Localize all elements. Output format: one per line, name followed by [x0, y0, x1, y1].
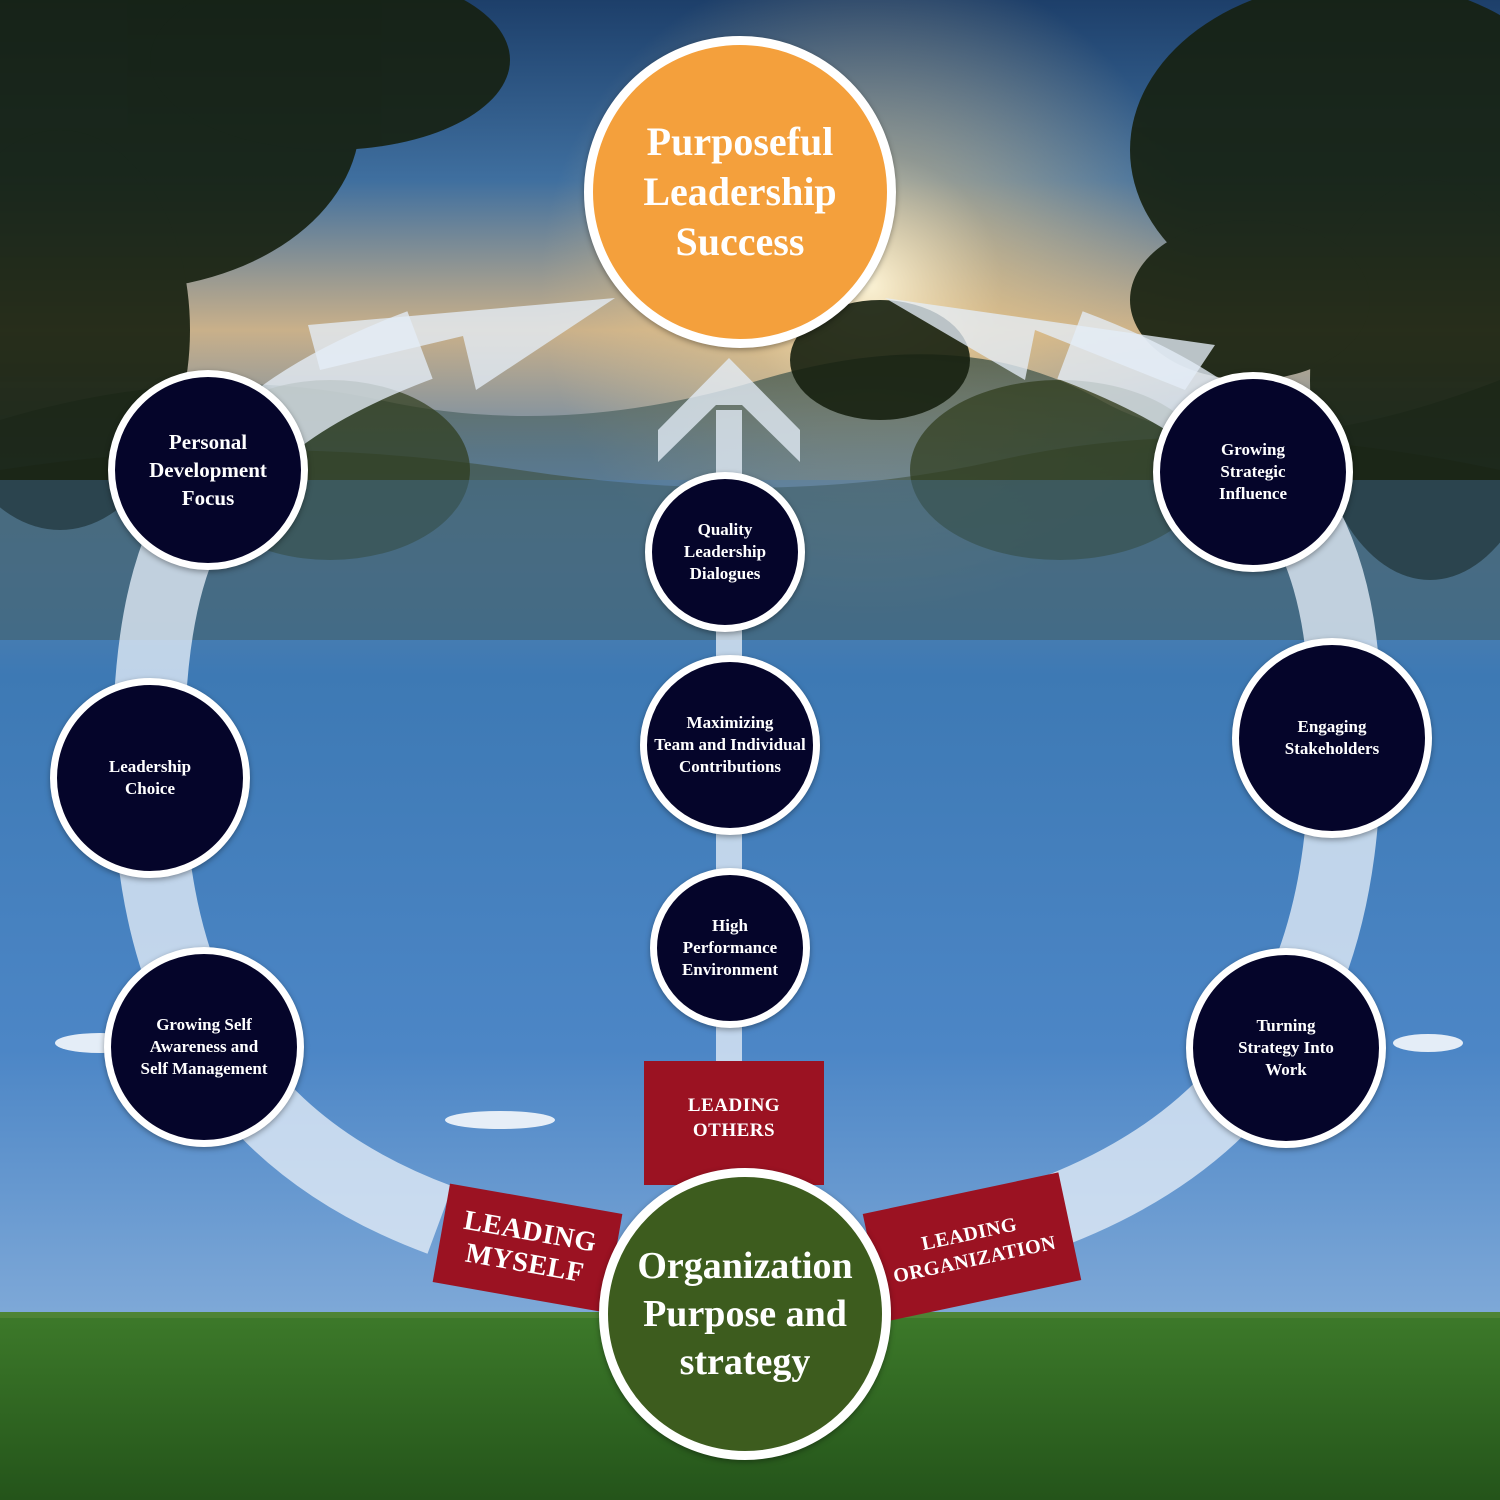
high-performance-label: High Performance Environment	[681, 916, 779, 979]
self-awareness-node: Growing Self Awareness and Self Manageme…	[104, 947, 304, 1147]
self-awareness-label: Growing Self Awareness and Self Manageme…	[140, 1015, 268, 1078]
strategic-influence-label: Growing Strategic Influence	[1219, 440, 1287, 503]
strategy-into-work-label: Turning Strategy Into Work	[1238, 1016, 1334, 1079]
engaging-stakeholders-node: Engaging Stakeholders	[1232, 638, 1432, 838]
strategy-into-work-node: Turning Strategy Into Work	[1186, 948, 1386, 1148]
maximizing-contributions-label: Maximizing Team and Individual Contribut…	[654, 713, 806, 776]
personal-development-label: Personal Development Focus	[149, 430, 267, 510]
high-performance-node: High Performance Environment	[650, 868, 810, 1028]
engaging-stakeholders-label: Engaging Stakeholders	[1284, 717, 1380, 758]
leadership-choice-node: Leadership Choice	[50, 678, 250, 878]
leading-myself-label: LEADING MYSELF	[461, 1204, 600, 1289]
goal-label: Purposeful Leadership Success	[643, 119, 837, 264]
leadership-choice-label: Leadership Choice	[108, 757, 192, 798]
maximizing-contributions-node: Maximizing Team and Individual Contribut…	[640, 655, 820, 835]
strategic-influence-node: Growing Strategic Influence	[1153, 372, 1353, 572]
organization-purpose-circle: Organization Purpose and strategy	[599, 1168, 891, 1460]
leading-others-tag: LEADING OTHERS	[644, 1061, 824, 1185]
goal-circle: Purposeful Leadership Success	[584, 36, 896, 348]
quality-dialogues-node: Quality Leadership Dialogues	[645, 472, 805, 632]
personal-development-node: Personal Development Focus	[108, 370, 308, 570]
leading-organization-label: LEADING ORGANIZATION	[891, 1213, 1059, 1288]
quality-dialogues-label: Quality Leadership Dialogues	[683, 520, 767, 583]
organization-purpose-label: Organization Purpose and strategy	[637, 1245, 853, 1383]
leading-others-label: LEADING OTHERS	[687, 1095, 781, 1141]
